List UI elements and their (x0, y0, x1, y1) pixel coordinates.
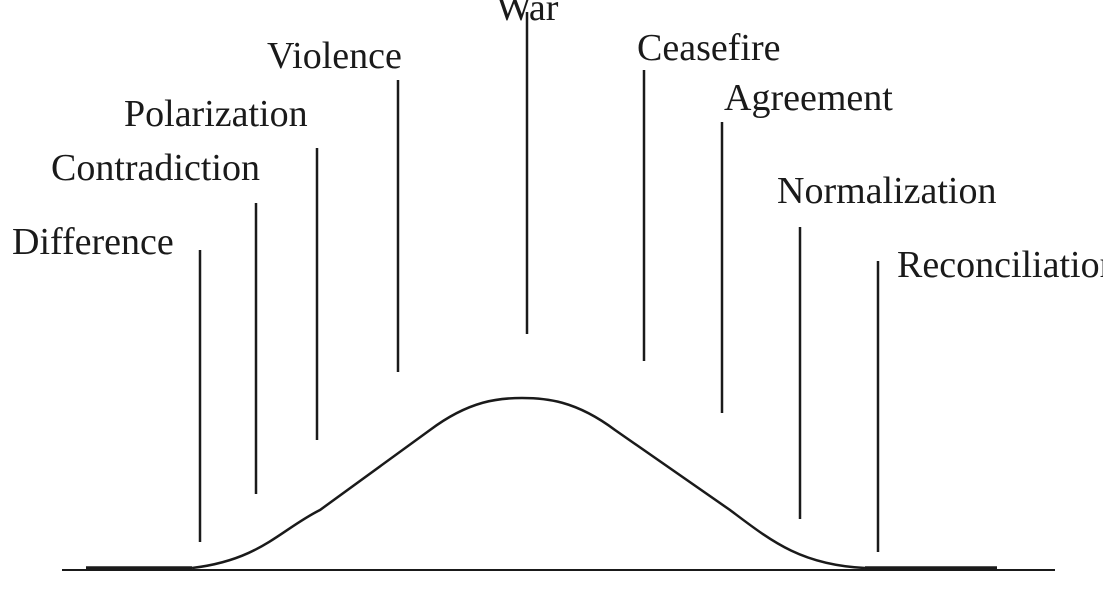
stage-label-normalization: Normalization (777, 170, 996, 212)
stage-group: Difference Contradiction Polarization Viole… (12, 0, 1103, 552)
stage-label-contradiction: Contradiction (51, 147, 260, 189)
conflict-intensity-curve (191, 396, 866, 570)
stage-label-polarization: Polarization (124, 93, 308, 135)
stage-label-war: War (496, 0, 559, 29)
stage-label-violence: Violence (267, 35, 402, 77)
stage-label-agreement: Agreement (724, 77, 893, 119)
stage-label-ceasefire: Ceasefire (637, 27, 780, 69)
stage-label-difference: Difference (12, 221, 174, 263)
stage-label-reconciliation: Reconciliation (897, 244, 1103, 286)
